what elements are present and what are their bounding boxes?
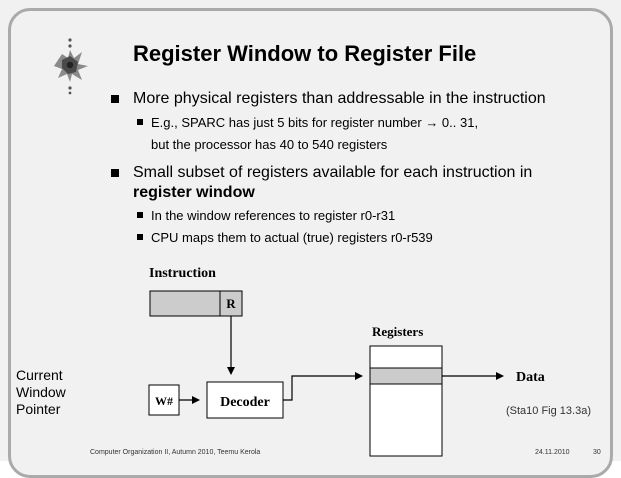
register-field-label: R xyxy=(226,296,236,311)
bullet-marker xyxy=(111,169,119,177)
registers-label: Registers xyxy=(372,324,423,339)
instruction-box xyxy=(149,290,221,317)
window-pointer-box xyxy=(148,384,180,416)
cwp-line: Pointer xyxy=(16,401,61,417)
university-logo-icon xyxy=(54,38,88,95)
sub-bullet-marker xyxy=(137,234,143,240)
instruction-label: Instruction xyxy=(149,266,216,281)
slide-frame xyxy=(8,8,613,478)
footer-date: 24.11.2010 xyxy=(535,449,570,456)
bullet-register-window: Small subset of registers available for … xyxy=(111,164,533,182)
sub-bullet-sparc: E.g., SPARC has just 5 bits for register… xyxy=(137,115,479,130)
sub-bullet-marker xyxy=(137,119,143,125)
slide-title: Register Window to Register File xyxy=(133,41,477,66)
figure-citation: (Sta10 Fig 13.3a) xyxy=(506,405,591,417)
sub-bullet-text: CPU maps them to actual (true) registers… xyxy=(151,230,433,245)
sub-bullet-continuation: but the processor has 40 to 540 register… xyxy=(151,137,388,152)
bullet-text: More physical registers than addressable… xyxy=(133,90,546,107)
register-file-box xyxy=(369,345,443,457)
footer-page-number: 30 xyxy=(593,449,601,456)
sub-bullet-marker xyxy=(137,212,143,218)
sub-bullet-cpu-maps: CPU maps them to actual (true) registers… xyxy=(137,230,433,245)
register-window-diagram: Instruction R Decoder W# Registers Data xyxy=(148,266,545,457)
cwp-line: Window xyxy=(16,384,66,400)
current-window-pointer-label: Current Window Pointer xyxy=(16,367,66,418)
bullet-register-window-bold: register window xyxy=(133,184,255,201)
bullet-text: Small subset of registers available for … xyxy=(133,164,533,181)
decoder-label: Decoder xyxy=(220,395,270,410)
footer-course: Computer Organization II, Autumn 2010, T… xyxy=(90,449,261,456)
selected-register-row xyxy=(369,367,443,385)
bullet-physical-registers: More physical registers than addressable… xyxy=(111,90,546,108)
bullet-marker xyxy=(111,95,119,103)
sub-bullet-text: In the window references to register r0-… xyxy=(151,208,396,223)
data-label: Data xyxy=(516,370,545,385)
sub-bullet-window-refs: In the window references to register r0-… xyxy=(137,208,396,223)
sub-bullet-text: E.g., SPARC has just 5 bits for register… xyxy=(151,115,479,130)
decoder-box xyxy=(206,381,284,419)
window-pointer-label: W# xyxy=(155,394,173,408)
cwp-line: Current xyxy=(16,367,63,383)
decoder-to-registers-arrow xyxy=(283,372,363,401)
